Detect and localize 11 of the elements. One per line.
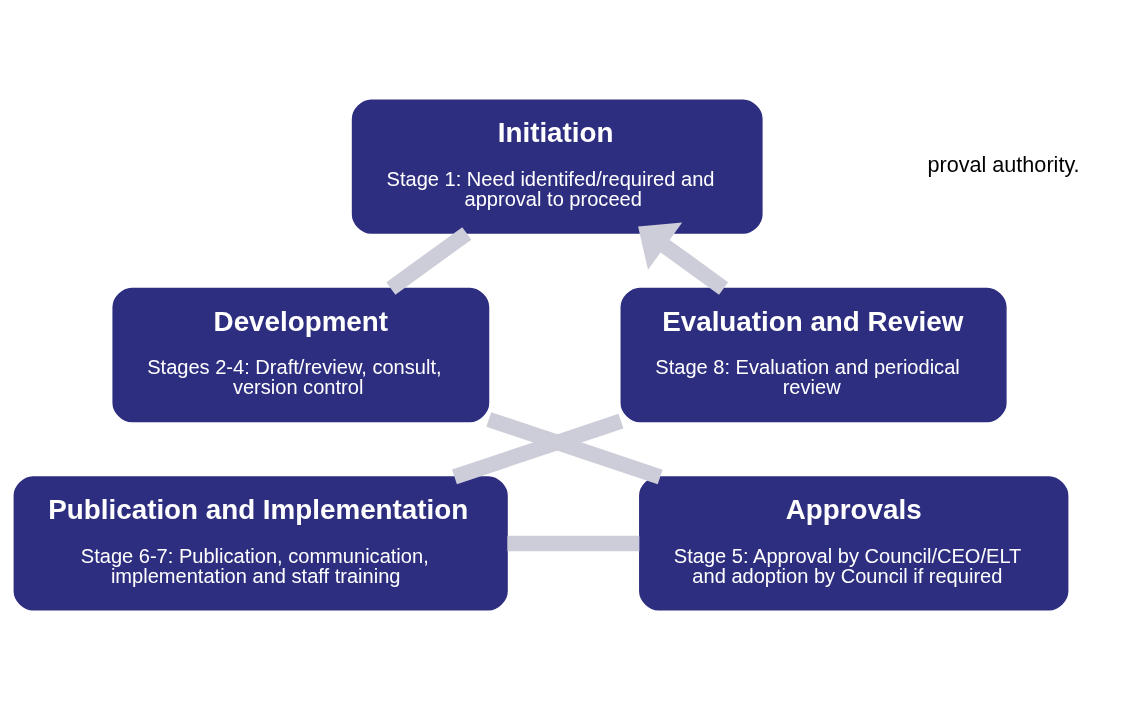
label: proval authority. [927, 152, 1080, 178]
node-box: Evaluation and Review Stage 8: Evaluation and periodical review [620, 287, 1007, 423]
node-box: Development Stages 2-4: Draft/review, consult, version control [112, 287, 490, 423]
connector [507, 535, 640, 552]
node-box: Approvals Stage 5: Approval by Council/CEO/ELT and adoption by Council if required [639, 476, 1069, 611]
connector [486, 412, 663, 485]
node-box: Publication and Implementation Stage 6-7: Publication, communication, implementation and staff training [13, 476, 508, 611]
connector [452, 413, 624, 485]
node-box: Initiation Stage 1: Need identifed/required and approval to proceed [351, 99, 763, 234]
arrow [638, 222, 729, 295]
connector [386, 227, 472, 295]
